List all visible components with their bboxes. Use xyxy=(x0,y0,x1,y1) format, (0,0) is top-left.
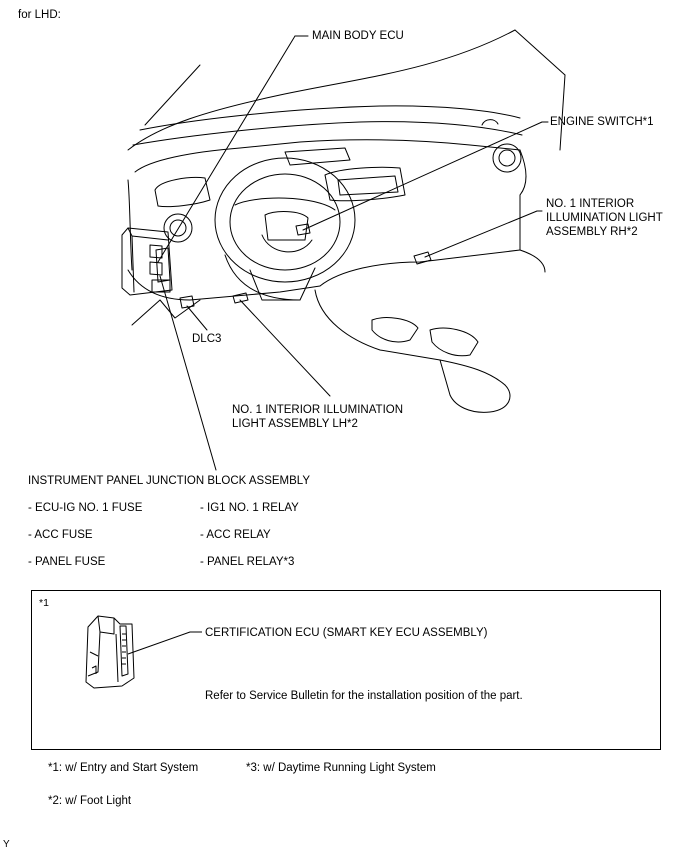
interior-light-lh-label-line2: LIGHT ASSEMBLY LH*2 xyxy=(232,418,358,430)
certification-ecu-illustration xyxy=(85,615,202,689)
junction-item: - PANEL FUSE xyxy=(28,556,106,568)
dlc3-label: DLC3 xyxy=(192,333,222,345)
footnote-2: *2: w/ Foot Light xyxy=(48,795,132,807)
footnote-1: *1: w/ Entry and Start System xyxy=(48,762,199,774)
main-body-ecu-label: MAIN BODY ECU xyxy=(312,30,404,42)
diagram-heading: for LHD: xyxy=(18,9,61,21)
certification-ecu-label: CERTIFICATION ECU (SMART KEY ECU ASSEMBL… xyxy=(205,627,488,639)
interior-light-lh-label-line1: NO. 1 INTERIOR ILLUMINATION xyxy=(232,404,404,416)
junction-item: - ACC RELAY xyxy=(200,529,271,541)
installation-note: Refer to Service Bulletin for the instal… xyxy=(205,690,523,702)
junction-item: - ACC FUSE xyxy=(28,529,93,541)
corner-mark: Y xyxy=(3,839,10,850)
junction-item: - ECU-IG NO. 1 FUSE xyxy=(28,502,143,514)
interior-light-rh-label-line1: NO. 1 INTERIOR xyxy=(546,198,635,210)
inset-tag: *1 xyxy=(39,597,49,609)
junction-item: - PANEL RELAY*3 xyxy=(200,556,295,568)
junction-item: - IG1 NO. 1 RELAY xyxy=(200,502,299,514)
interior-light-rh-label-line3: ASSEMBLY RH*2 xyxy=(546,226,638,238)
engine-switch-label: ENGINE SWITCH*1 xyxy=(550,116,654,128)
certification-ecu-inset xyxy=(31,590,661,750)
interior-light-rh-label-line2: ILLUMINATION LIGHT xyxy=(546,212,663,224)
junction-block-label: INSTRUMENT PANEL JUNCTION BLOCK ASSEMBLY xyxy=(28,475,311,487)
footnote-3: *3: w/ Daytime Running Light System xyxy=(246,762,436,774)
